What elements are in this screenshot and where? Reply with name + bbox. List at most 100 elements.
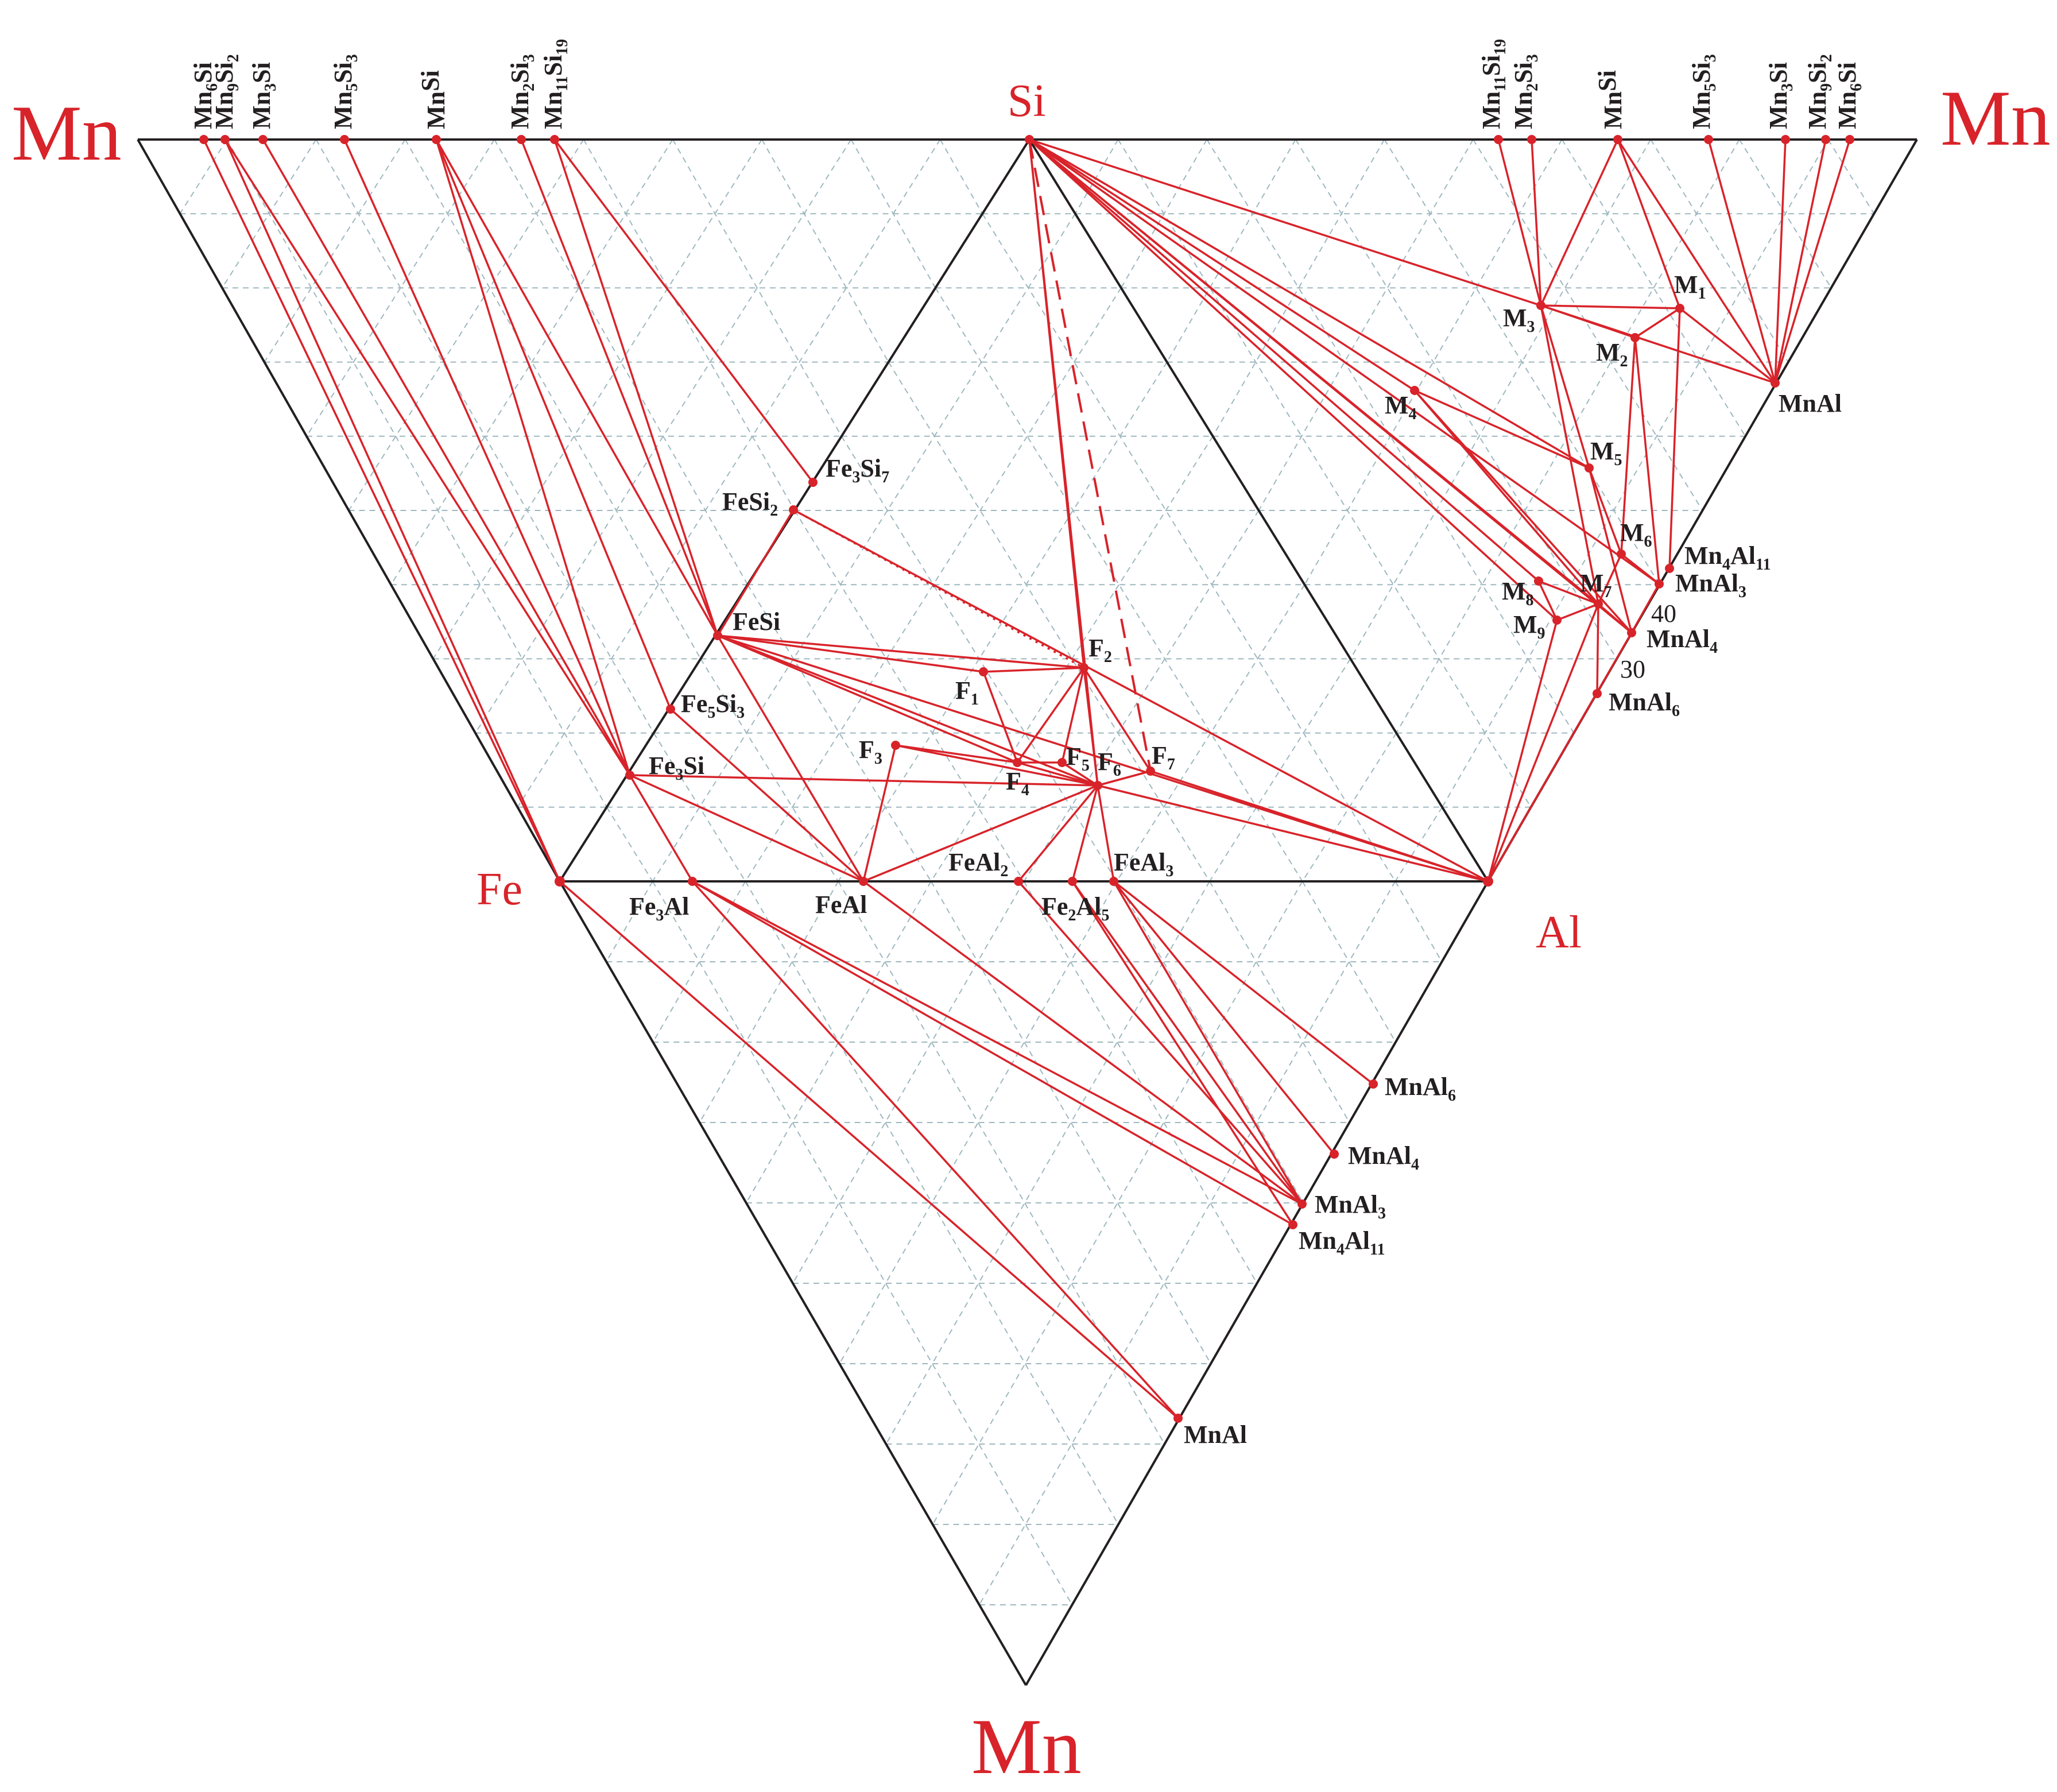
tie-line	[1556, 603, 1599, 621]
tie-line	[520, 139, 719, 636]
grid-line	[432, 139, 762, 659]
tie-line	[669, 708, 865, 883]
phase-label-f4: F4	[1006, 767, 1029, 799]
phase-point	[713, 631, 722, 640]
phase-point	[220, 135, 230, 144]
compound-label: MnAl	[1184, 1421, 1247, 1449]
compound-label: MnSi	[416, 70, 450, 129]
phase-point	[517, 135, 526, 144]
triangle-edge	[1025, 881, 1489, 1686]
tie-line	[895, 744, 1098, 787]
phase-label-m6: M6	[1620, 518, 1652, 551]
tie-line	[1414, 389, 1590, 469]
grid-line	[761, 139, 889, 363]
grid-line	[978, 881, 1396, 1605]
tie-line	[1540, 304, 1680, 309]
tie-line	[1540, 305, 1590, 469]
phase-label-m1: M1	[1674, 270, 1706, 303]
grid-line	[1442, 139, 1829, 808]
tie-line	[629, 774, 1098, 787]
tie-line	[1017, 880, 1303, 1205]
tick-label-30: 30	[1620, 655, 1645, 683]
compound-label: MnAl6	[1609, 688, 1680, 720]
tie-line	[1596, 603, 1599, 694]
tie-line	[224, 139, 631, 776]
tie-line	[717, 634, 1098, 787]
grid-line	[606, 881, 653, 962]
phase-point	[666, 705, 675, 714]
compound-label: MnAl3	[1315, 1190, 1386, 1222]
grid-line	[583, 139, 795, 511]
phase-label-m8: M8	[1502, 577, 1534, 609]
grid-line	[939, 139, 983, 214]
phase-label-f6: F6	[1098, 748, 1121, 780]
compound-label: Fe3Al	[629, 892, 689, 924]
tie-line	[862, 745, 897, 882]
grid-line	[306, 139, 495, 437]
tie-line	[862, 880, 1303, 1205]
tie-line	[1597, 603, 1633, 634]
tie-line	[1630, 583, 1660, 633]
grid-line	[672, 139, 842, 437]
tie-line	[1588, 467, 1633, 633]
phase-point	[258, 135, 268, 144]
grid-line	[982, 213, 1396, 882]
phase-label-m5: M5	[1590, 437, 1622, 469]
compound-label: Mn11Si19	[1477, 39, 1509, 129]
tie-line	[629, 774, 864, 883]
tie-line	[1029, 138, 1415, 392]
phase-point	[1655, 579, 1664, 589]
compound-label: Mn5Si3	[329, 54, 361, 129]
phase-point	[1288, 1220, 1297, 1229]
grid-line	[1166, 139, 1296, 363]
phase-label-m9: M9	[1513, 610, 1545, 643]
phase-point	[1025, 135, 1034, 144]
compound-label: Mn6Si	[1833, 62, 1865, 129]
tie-line	[717, 634, 1489, 883]
tie-line	[1538, 580, 1599, 605]
phase-point	[808, 478, 818, 487]
phase-point	[1585, 463, 1594, 473]
phase-point	[625, 771, 634, 780]
tie-line	[983, 667, 1084, 673]
tie-line	[1029, 138, 1590, 469]
phase-label-m7: M7	[1580, 569, 1612, 601]
compound-label: MnAl4	[1647, 625, 1718, 657]
corner-label-mn-top-right: Mn	[1940, 74, 2051, 162]
tie-line	[1668, 308, 1681, 569]
tie-line	[1540, 304, 1776, 384]
compound-label: MnAl6	[1385, 1073, 1456, 1105]
phase-point	[979, 667, 988, 676]
tie-line	[629, 775, 694, 882]
compound-label: MnSi	[1593, 70, 1627, 129]
tie-line	[1017, 784, 1099, 883]
grid-line	[264, 139, 406, 363]
tie-line	[1028, 138, 1540, 582]
phase-point	[1079, 663, 1088, 672]
phase-label-f1: F1	[955, 676, 979, 709]
tie-line	[1634, 337, 1660, 585]
phase-point	[1146, 767, 1155, 776]
dotted-tie-line	[793, 509, 1084, 669]
triangle-edge	[137, 139, 561, 882]
phase-point	[199, 135, 208, 144]
tie-line	[1531, 139, 1542, 306]
compound-label: Mn11Si19	[539, 39, 571, 129]
tie-line	[343, 139, 631, 776]
tie-line	[716, 635, 865, 882]
compound-label: MnAl	[1779, 389, 1842, 417]
tie-line	[1413, 389, 1633, 634]
composition-grid	[179, 139, 1875, 1605]
grid-line	[792, 881, 1025, 1284]
grid-line	[1117, 139, 1532, 808]
phase-label-f3: F3	[859, 736, 882, 768]
phase-point	[1093, 781, 1102, 790]
tie-line	[1097, 770, 1151, 787]
tie-line	[1016, 667, 1085, 764]
phase-point	[432, 135, 441, 144]
tie-line	[559, 880, 1179, 1419]
compound-label: Mn9Si2	[210, 54, 242, 129]
grid-line	[1209, 658, 1351, 882]
phase-point	[789, 505, 798, 514]
phase-point	[1534, 576, 1543, 586]
